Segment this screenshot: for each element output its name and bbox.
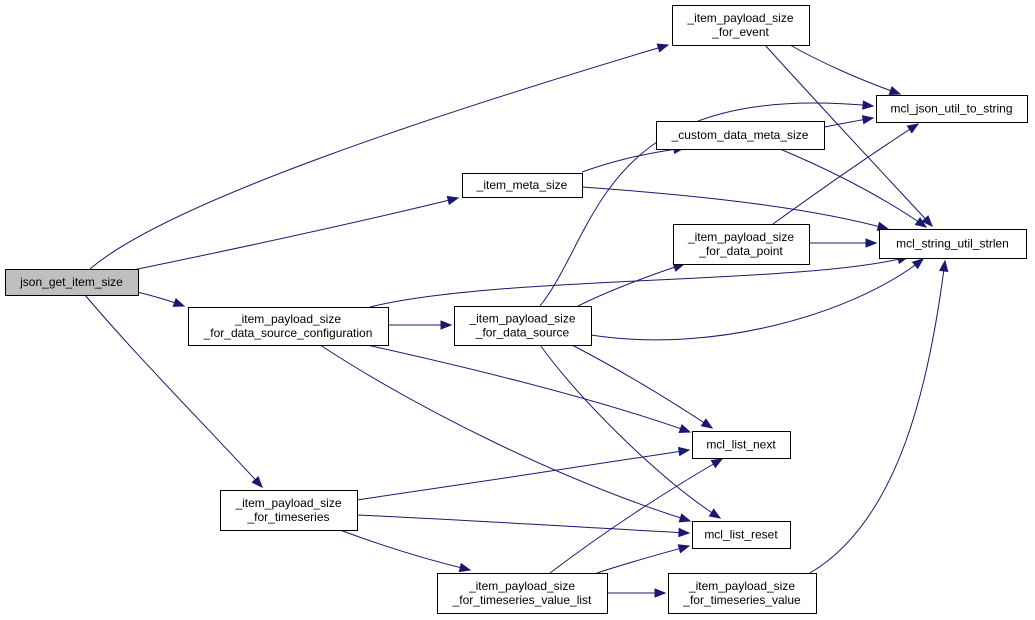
edge-data_point-to-json_util	[772, 123, 919, 225]
edge-event-to-json_util	[789, 44, 901, 95]
node-dsc[interactable]: _item_payload_size_for_data_source_confi…	[188, 307, 389, 346]
edge-dsc-to-strlen	[369, 256, 909, 308]
edge-tsv_list-to-list_reset-arrowhead	[677, 544, 691, 554]
edge-dsc-to-list_next	[366, 344, 691, 433]
node-strlen[interactable]: mcl_string_util_strlen	[879, 229, 1027, 259]
edge-event-to-json_util-arrowhead	[888, 86, 902, 95]
node-label-line: _item_meta_size	[476, 178, 568, 192]
node-box	[220, 490, 358, 531]
edge-dsc-to-ds-arrowhead	[440, 320, 453, 330]
node-ds[interactable]: _item_payload_size_for_data_source	[454, 306, 592, 346]
edge-timeseries-to-tsv_list-arrowhead	[458, 562, 472, 573]
node-box	[668, 573, 817, 614]
node-json-util[interactable]: mcl_json_util_to_string	[876, 95, 1028, 123]
node-custom[interactable]: _custom_data_meta_size	[656, 121, 825, 150]
edge-custom-to-json_util-arrowhead	[861, 115, 875, 125]
node-box	[879, 229, 1027, 259]
edge-ds-to-strlen-arrowhead	[911, 258, 925, 270]
node-label-line: _item_payload_size	[687, 230, 794, 244]
edge-root-to-event-arrowhead	[656, 43, 670, 53]
node-root[interactable]: json_get_item_size	[5, 269, 139, 296]
node-tsv-list[interactable]: _item_payload_size_for_timeseries_value_…	[437, 573, 608, 614]
edge-data_point-to-strlen-arrowhead	[865, 238, 878, 248]
node-label-line: _custom_data_meta_size	[671, 128, 809, 142]
node-label-line: mcl_string_util_strlen	[896, 237, 1009, 251]
edge-custom-to-strlen	[779, 148, 927, 228]
node-box	[692, 521, 791, 549]
edge-timeseries-to-list_next-arrowhead	[677, 446, 691, 457]
node-label-line: _item_payload_size	[688, 579, 795, 593]
edge-ds-to-json_util-arrowhead	[862, 100, 875, 110]
edge-tsv_list-to-list_next	[549, 458, 723, 574]
node-list-reset[interactable]: mcl_list_reset	[692, 521, 791, 549]
edge-timeseries-to-list_reset	[356, 514, 690, 534]
node-box	[188, 307, 389, 346]
node-label-line: _for_data_point	[698, 244, 783, 258]
node-label-line: _item_payload_size	[686, 11, 793, 25]
node-label-line: _for_data_source_configuration	[203, 326, 373, 340]
edge-root-to-meta	[132, 197, 459, 271]
edge-root-to-timeseries-arrowhead	[251, 476, 263, 488]
node-box	[692, 431, 791, 459]
node-list-next[interactable]: mcl_list_next	[692, 431, 791, 459]
node-label-line: _for_event	[711, 25, 769, 39]
node-box	[876, 95, 1028, 123]
node-label-line: _item_payload_size	[234, 312, 341, 326]
node-label-line: json_get_item_size	[19, 275, 123, 289]
edge-event-to-strlen-arrowhead	[921, 215, 933, 227]
edge-ds-to-list_next-arrowhead	[700, 418, 714, 429]
node-label-line: _for_timeseries	[246, 510, 329, 524]
node-label-line: mcl_list_next	[706, 438, 776, 452]
node-label-line: _for_data_source	[475, 326, 570, 340]
node-event[interactable]: _item_payload_size_for_event	[672, 5, 810, 46]
node-label-line: _for_timeseries_value	[682, 593, 801, 607]
node-label-line: mcl_list_reset	[704, 528, 778, 542]
edge-timeseries-to-list_next	[356, 449, 690, 501]
edge-meta-to-strlen	[581, 186, 889, 230]
node-box	[673, 224, 810, 265]
node-timeseries[interactable]: _item_payload_size_for_timeseries	[220, 490, 358, 531]
edge-ds-to-strlen	[590, 258, 924, 341]
edge-data_point-to-json_util-arrowhead	[906, 123, 920, 134]
node-label-line: _item_payload_size	[234, 496, 341, 510]
edge-root-to-meta-arrowhead	[446, 195, 460, 206]
node-box	[5, 269, 139, 296]
edge-tsv_list-to-list_next-arrowhead	[710, 458, 724, 469]
edge-ds-to-list_next	[571, 344, 713, 429]
node-label-line: _for_timeseries_value_list	[452, 593, 592, 607]
node-box	[656, 121, 825, 150]
node-data-point[interactable]: _item_payload_size_for_data_point	[673, 224, 810, 265]
edge-timeseries-to-tsv_list	[339, 529, 471, 571]
node-label-line: mcl_json_util_to_string	[890, 102, 1012, 116]
edge-event-to-strlen	[764, 44, 933, 227]
edge-timeseries-to-list_reset-arrowhead	[678, 527, 691, 538]
edge-dsc-to-list_reset-arrowhead	[678, 513, 692, 523]
edge-dsc-to-list_reset	[319, 344, 691, 522]
node-meta[interactable]: _item_meta_size	[462, 173, 583, 198]
edge-ds-to-list_reset-arrowhead	[708, 508, 722, 519]
edge-tsv_list-to-tsv-arrowhead	[654, 588, 667, 598]
node-label-line: _item_payload_size	[468, 579, 575, 593]
node-box	[462, 173, 583, 198]
edge-root-to-timeseries	[84, 294, 263, 488]
edge-root-to-dsc-arrowhead	[172, 297, 186, 307]
node-box	[454, 306, 592, 346]
edge-custom-to-strlen-arrowhead	[914, 217, 928, 228]
edge-ds-to-json_util	[539, 102, 874, 307]
edge-ds-to-data_point	[577, 263, 685, 307]
nodes-layer: json_get_item_size_item_payload_size_for…	[5, 5, 1028, 614]
edge-tsv_list-to-list_reset	[596, 545, 690, 574]
node-box	[672, 5, 810, 46]
edge-tsv-to-strlen	[809, 260, 946, 574]
node-label-line: _item_payload_size	[468, 312, 575, 326]
edges-layer	[84, 43, 949, 598]
node-box	[437, 573, 608, 614]
edge-ds-to-list_reset	[539, 344, 721, 519]
edge-meta-to-custom	[581, 147, 685, 173]
edge-dsc-to-list_next-arrowhead	[678, 424, 692, 433]
node-tsv[interactable]: _item_payload_size_for_timeseries_value	[668, 573, 817, 614]
edge-tsv-to-strlen-arrowhead	[938, 259, 949, 273]
edge-root-to-event	[89, 44, 669, 270]
